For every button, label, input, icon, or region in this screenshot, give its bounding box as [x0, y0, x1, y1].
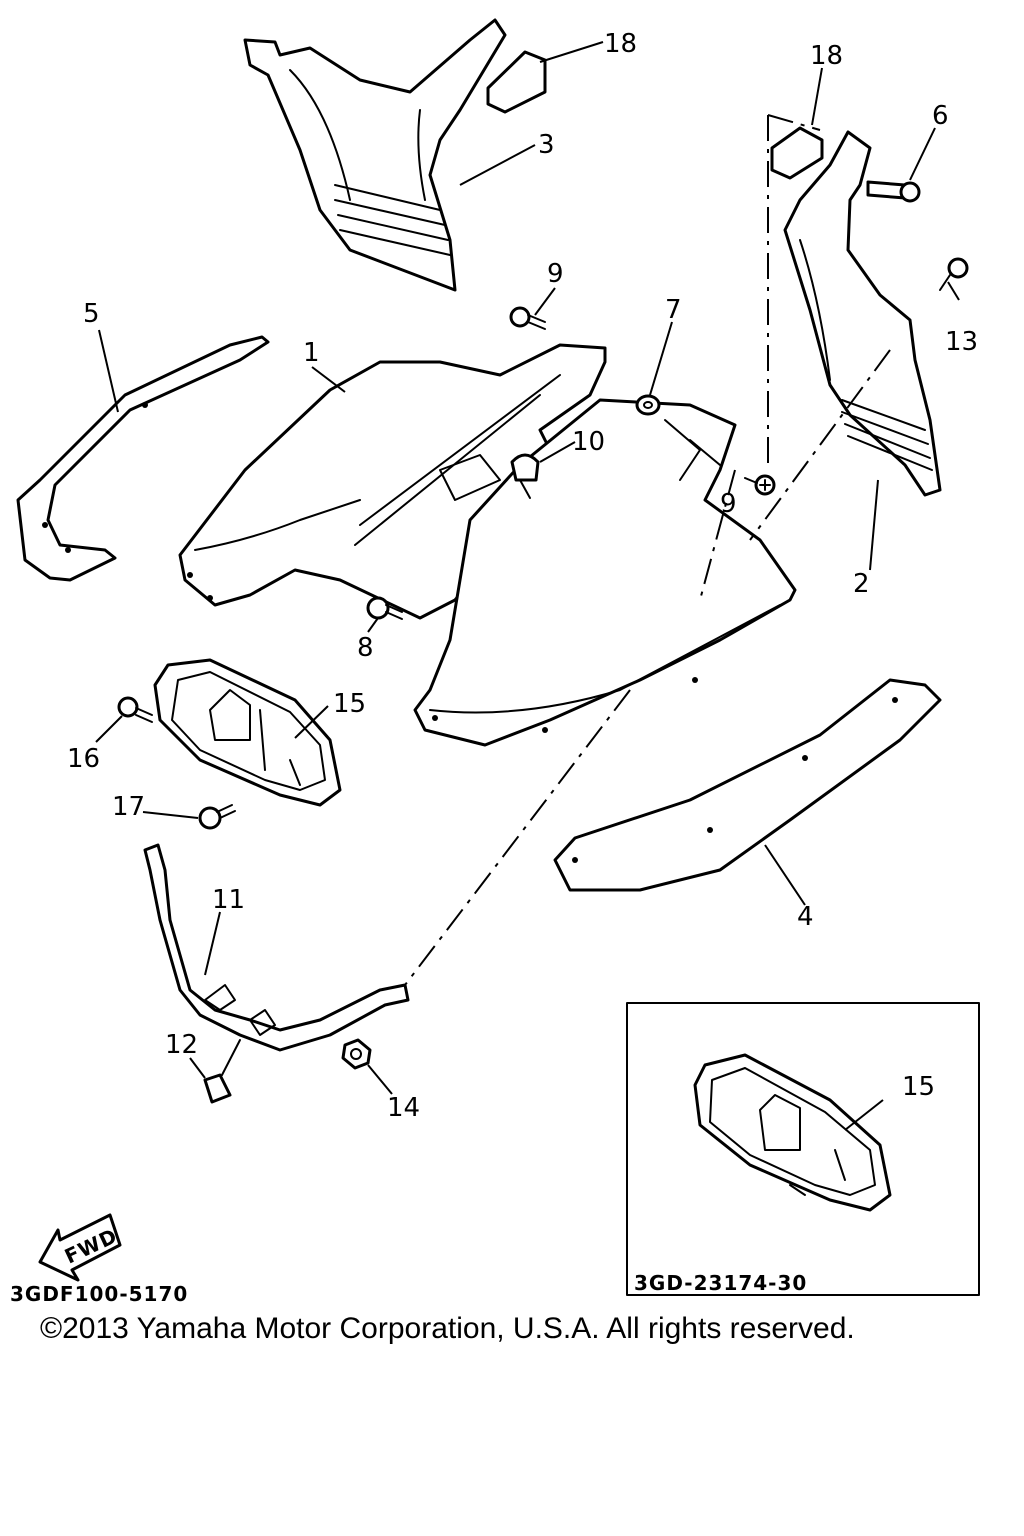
callout-1: 1: [303, 338, 320, 368]
part-15-bracket[interactable]: [153, 658, 342, 807]
callout-labels: 18 18 3 6 5 1 9 7 10 13 9 2 8 15 16 17 4…: [67, 29, 978, 1123]
callout-18a: 18: [604, 29, 637, 59]
part-17-bolt[interactable]: [198, 804, 236, 830]
copyright-notice: ©2013 Yamaha Motor Corporation, U.S.A. A…: [40, 1312, 855, 1345]
callout-15a: 15: [333, 689, 366, 719]
part-1-right-fender[interactable]: [413, 398, 797, 747]
part-11-stay[interactable]: [143, 843, 410, 1052]
callout-9b: 9: [720, 489, 737, 519]
part-9-screw-top[interactable]: [509, 306, 546, 330]
part-7-grommet[interactable]: [635, 394, 661, 416]
part-8-bolt[interactable]: [366, 596, 403, 620]
leader-lines: [95, 41, 960, 1131]
callout-2: 2: [853, 569, 870, 599]
part-3-side-panel[interactable]: [243, 18, 507, 292]
part-10-clip[interactable]: [510, 453, 540, 499]
part-6-bolt[interactable]: [866, 180, 921, 203]
callout-16: 16: [67, 744, 100, 774]
callout-4: 4: [797, 902, 814, 932]
callout-13: 13: [945, 327, 978, 357]
part-2-side-panel[interactable]: [783, 130, 942, 497]
callout-8: 8: [357, 633, 374, 663]
callout-6: 6: [932, 101, 949, 131]
part-4-fender-flap[interactable]: [553, 678, 942, 892]
callout-15b: 15: [902, 1072, 935, 1102]
callout-9a: 9: [547, 259, 564, 289]
callout-18b: 18: [810, 41, 843, 71]
part-5-fender-flap[interactable]: [16, 335, 270, 582]
part-16-bolt[interactable]: [117, 696, 153, 723]
callout-12: 12: [165, 1030, 198, 1060]
callout-17: 17: [112, 792, 145, 822]
callout-10: 10: [572, 427, 605, 457]
part-9-screw-right[interactable]: [744, 474, 776, 496]
part-18-pad-right[interactable]: [770, 126, 824, 180]
callout-14: 14: [387, 1093, 420, 1123]
part-13-screw[interactable]: [939, 257, 969, 291]
callout-7: 7: [665, 295, 682, 325]
part-14-nut[interactable]: [341, 1038, 372, 1070]
part-12-bolt[interactable]: [203, 1039, 241, 1104]
callout-5: 5: [83, 299, 100, 329]
callout-3: 3: [538, 130, 555, 160]
inset-part-15-bracket[interactable]: [626, 1002, 980, 1296]
callout-11: 11: [212, 885, 245, 915]
part-18-pad-left[interactable]: [486, 50, 547, 114]
fwd-arrow-icon: FWD: [38, 1213, 122, 1282]
diagram-code: 3GDF100-5170: [10, 1282, 188, 1306]
inset-code: 3GD-23174-30: [634, 1271, 807, 1295]
inset-frame: [626, 1002, 980, 1296]
assembly-lines: [404, 114, 891, 986]
